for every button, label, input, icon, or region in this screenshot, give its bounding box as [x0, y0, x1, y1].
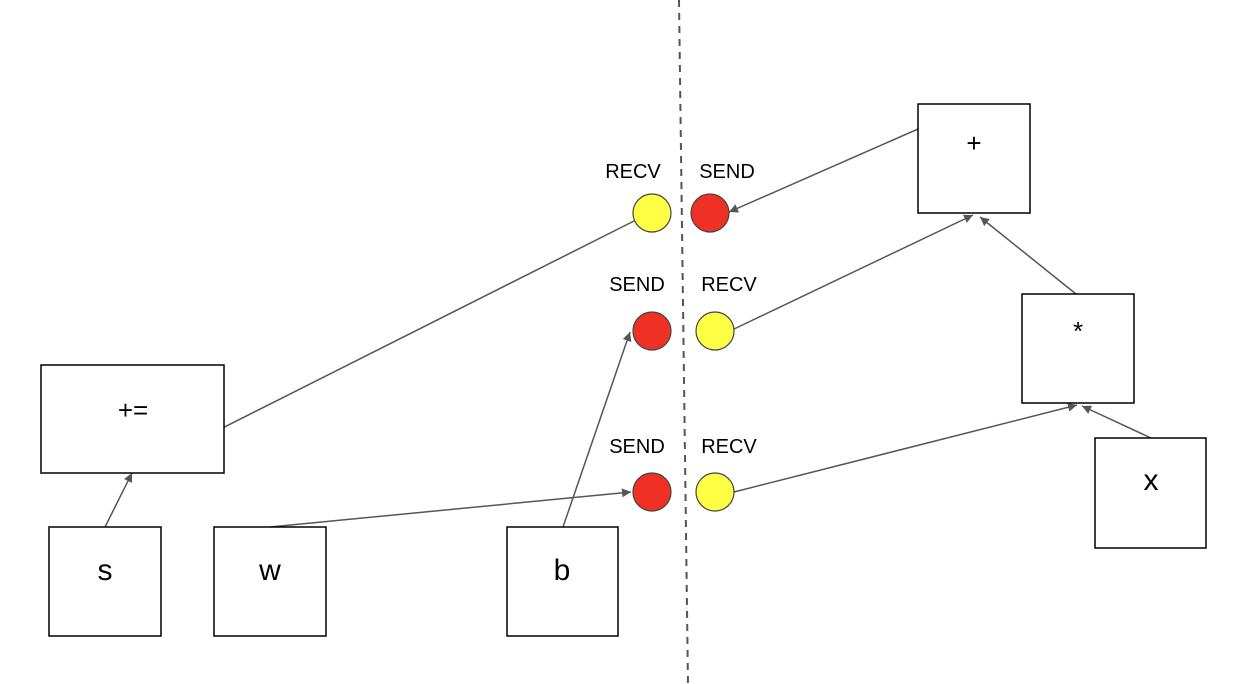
port-label-bottom-left: SEND: [609, 436, 665, 458]
mul-node-label: *: [1073, 316, 1083, 346]
device-divider: [678, 0, 689, 684]
w-node-box: [213, 526, 327, 637]
plus-node-label: +: [966, 128, 981, 158]
send-port-bottom-left: [632, 472, 672, 512]
recv-port-mid-right: [695, 311, 735, 351]
port-label-mid-left: SEND: [609, 274, 665, 296]
recv-port-top-left: [632, 193, 672, 233]
plus-assign-node-label: +=: [118, 395, 148, 425]
edge-x-to-mul: [1081, 405, 1152, 439]
port-label-bottom-right: RECV: [701, 436, 757, 458]
s-node-box: [48, 526, 162, 637]
nodes: [40, 103, 1207, 637]
plus-node-box: [917, 103, 1031, 214]
edge-s-to-plus-assign: [104, 472, 133, 528]
plus-assign-node-box: [40, 364, 225, 474]
port-label-mid-right: RECV: [701, 274, 757, 296]
recv-port-bottom-right: [695, 472, 735, 512]
b-node-label: b: [554, 554, 571, 587]
b-node-box: [506, 526, 619, 637]
port-label-top-left: RECV: [605, 161, 661, 183]
w-node-label: w: [258, 554, 281, 587]
mul-node-box: [1021, 293, 1135, 404]
edge-w-to-send: [269, 488, 632, 528]
port-label-top-right: SEND: [699, 161, 755, 183]
s-node-label: s: [98, 554, 113, 587]
edge-mul-to-plus: [979, 216, 1077, 295]
send-port-mid-left: [632, 311, 672, 351]
edge-recv-to-mul: [733, 402, 1078, 493]
x-node-label: x: [1144, 464, 1159, 497]
edge-b-to-send: [562, 331, 632, 528]
send-port-top-right: [690, 193, 730, 233]
x-node-box: [1094, 437, 1207, 549]
edge-recv-to-plus: [733, 214, 974, 330]
